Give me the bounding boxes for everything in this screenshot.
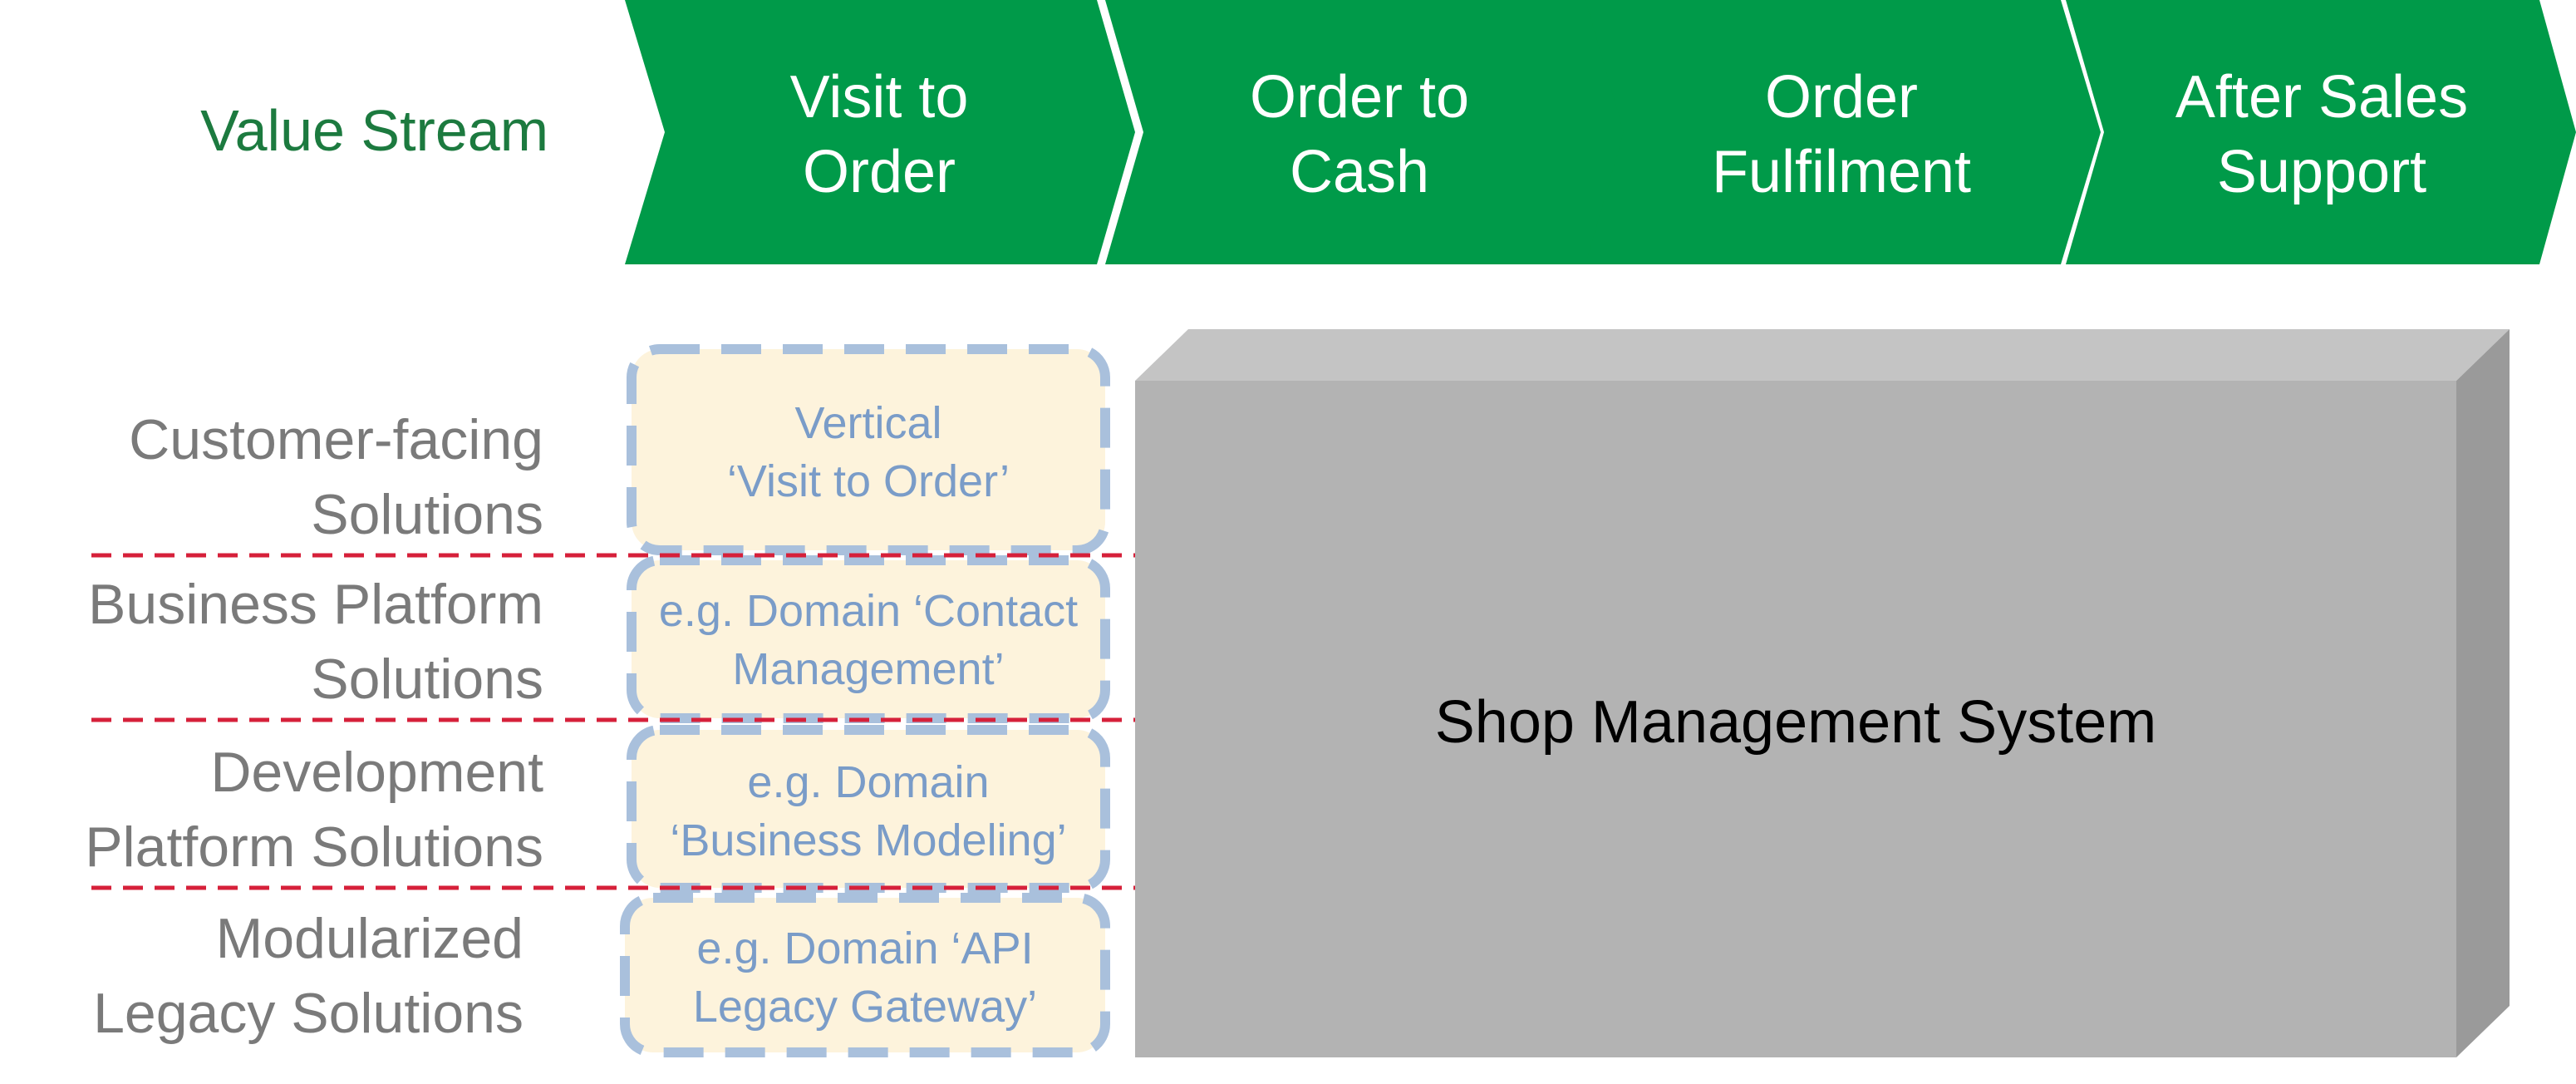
system-box-front-face [1135,381,2456,1057]
value-stream-label: Value Stream [200,98,548,163]
stage-label-order-fulfilment: Order Fulfilment [1711,64,1972,205]
chevron-visit-to-order [625,0,1135,264]
row-label-customer-facing: Customer-facing Solutions [129,408,543,546]
stage-label-order-to-cash: Order to Cash [1249,64,1470,205]
stage-label-visit-to-order: Visit to Order [789,64,969,205]
domain-label-api-legacy-gateway: e.g. Domain ‘API Legacy Gateway’ [692,924,1038,1032]
row-label-development-platform: Development Platform Solutions [85,741,543,879]
system-box-top-face [1135,329,2510,381]
domain-label-visit-to-order: Vertical ‘Visit to Order’ [726,398,1010,506]
row-label-business-platform: Business Platform Solutions [88,573,543,711]
chevron-after-sales-support [2066,0,2576,264]
system-box-side-face [2456,329,2510,1057]
chevron-order-fulfilment [1585,0,2101,264]
domain-label-business-modeling: e.g. Domain ‘Business Modeling’ [670,757,1067,865]
chevron-order-to-cash [1105,0,1627,264]
domain-box-visit-to-order [627,344,1110,555]
system-label: Shop Management System [1434,689,2157,756]
row-label-modularized-legacy: Modularized Legacy Solutions [93,907,524,1045]
domain-box-api-legacy-gateway [620,893,1110,1057]
domain-label-contact-management: e.g. Domain ‘Contact Management’ [658,586,1079,694]
stage-label-after-sales-support: After Sales Support [2175,64,2469,205]
